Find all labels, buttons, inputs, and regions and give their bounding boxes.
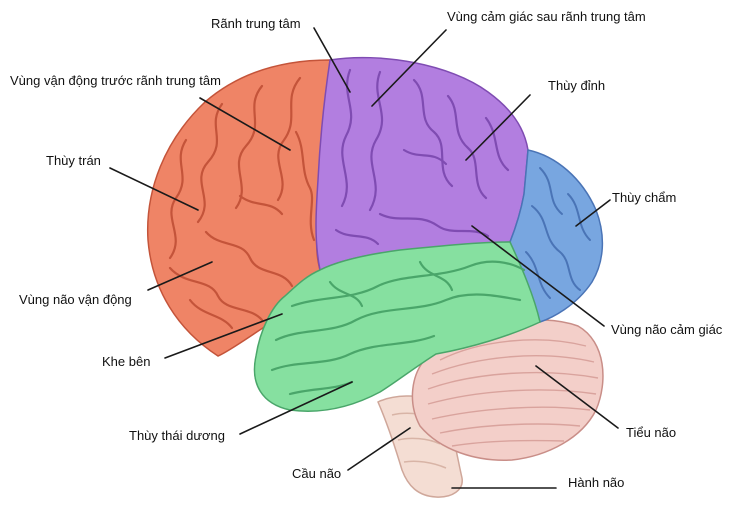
occipital-lobe: [509, 149, 604, 323]
leader-vung-van-dong-truoc: [199, 97, 291, 151]
leader-thuy-dinh: [465, 94, 531, 161]
temporal-lobe: [253, 241, 541, 412]
label-khe-ben: Khe bên: [102, 354, 150, 369]
cerebellum: [411, 319, 604, 461]
frontal-lobe: [146, 59, 331, 357]
leader-vung-cam-giac-sau: [371, 29, 447, 107]
label-cau-nao: Cầu não: [292, 466, 341, 481]
leader-thuy-thai-duong: [239, 381, 353, 435]
leader-khe-ben: [164, 313, 283, 359]
leader-thuy-cham: [575, 199, 611, 227]
label-thuy-dinh: Thùy đỉnh: [548, 78, 605, 93]
label-thuy-tran: Thùy trán: [46, 153, 101, 168]
label-thuy-thai-duong: Thùy thái dương: [129, 428, 225, 443]
leader-tieu-nao: [535, 365, 619, 429]
leader-vung-nao-van-dong: [147, 261, 213, 291]
labels: Rãnh trung tâm Vùng cảm giác sau rãnh tr…: [10, 9, 723, 490]
leader-lines: [109, 27, 619, 489]
label-thuy-cham: Thùy chẩm: [612, 190, 676, 205]
leader-ranh-trung-tam: [313, 27, 351, 93]
label-hanh-nao: Hành não: [568, 475, 624, 490]
label-vung-van-dong-truoc: Vùng vận động trước rãnh trung tâm: [10, 73, 221, 88]
label-ranh-trung-tam: Rãnh trung tâm: [211, 16, 301, 31]
label-tieu-nao: Tiểu não: [626, 425, 676, 440]
label-vung-cam-giac-sau: Vùng cảm giác sau rãnh trung tâm: [447, 9, 646, 24]
label-vung-nao-van-dong: Vùng não vận động: [19, 292, 132, 307]
label-vung-nao-cam-giac: Vùng não cảm giác: [611, 322, 723, 337]
leader-vung-nao-cam-giac: [471, 225, 605, 327]
leader-thuy-tran: [109, 167, 199, 211]
leader-cau-nao: [347, 427, 411, 471]
